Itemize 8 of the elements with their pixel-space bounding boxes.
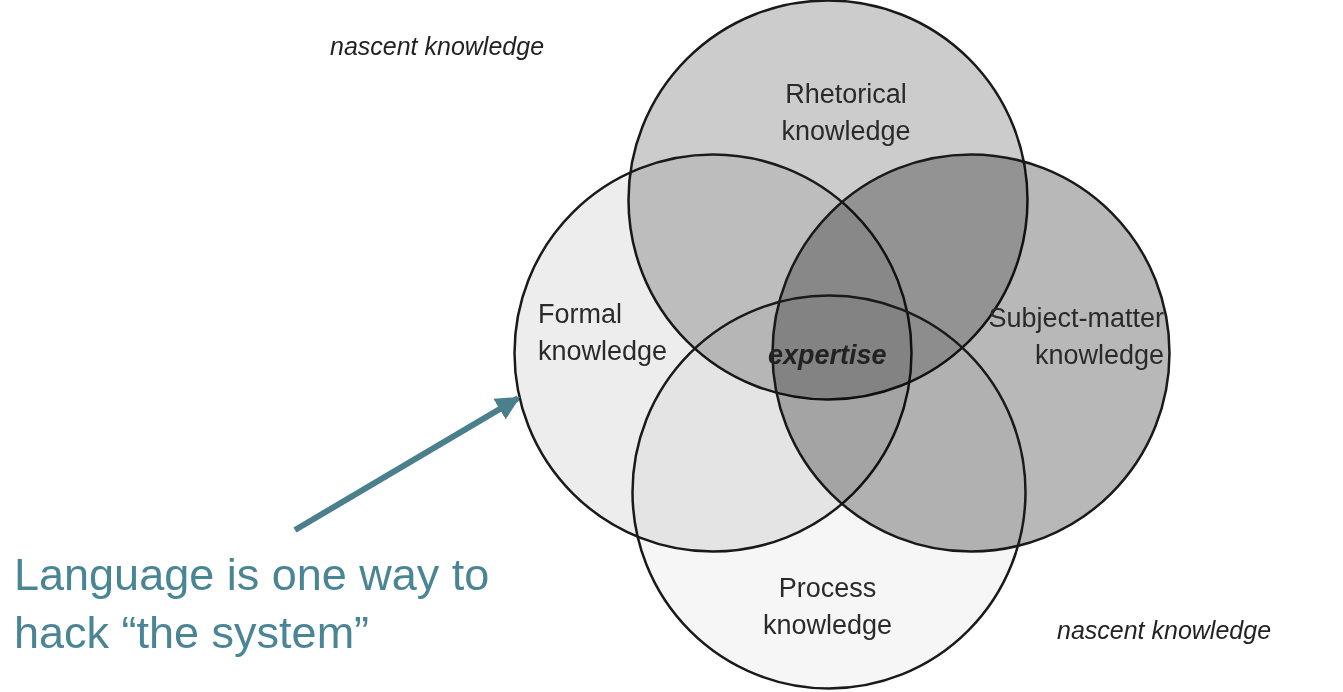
corner-note: nascent knowledge xyxy=(1057,616,1272,645)
circle-label: Formal knowledge xyxy=(538,298,669,368)
annotation-text: Language is one way to hack “the system” xyxy=(14,548,491,660)
circle-label: Process knowledge xyxy=(761,572,894,642)
corner-note: nascent knowledge xyxy=(330,32,545,61)
arrow xyxy=(293,395,521,533)
circle-label: Rhetorical knowledge xyxy=(780,78,912,148)
circle-label: Subject-matter knowledge xyxy=(987,302,1164,372)
